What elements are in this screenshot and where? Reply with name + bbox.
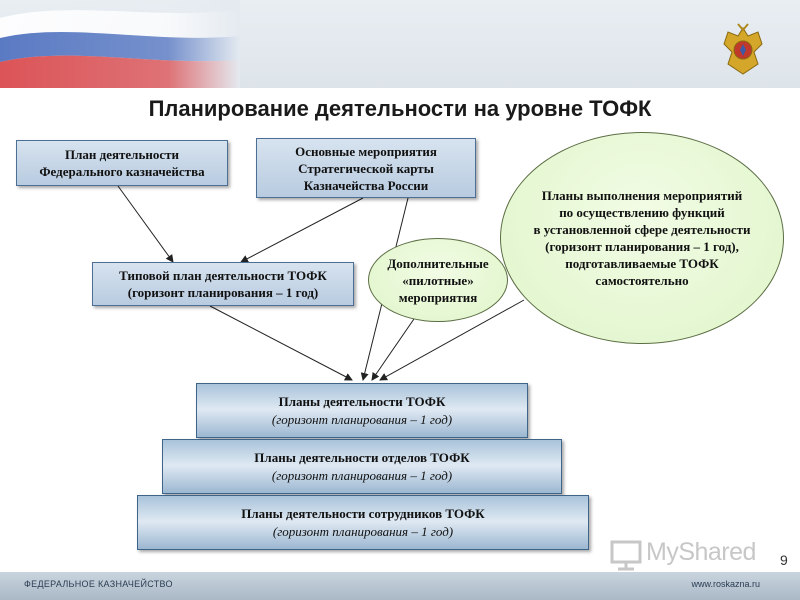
tier-tofk-plans: Планы деятельности ТОФК (горизонт планир… — [196, 383, 528, 438]
box-strategic-line2: Стратегической карты — [298, 160, 434, 176]
ellipse-functions-line2: по осуществлению функций — [559, 205, 725, 220]
header-band — [0, 0, 800, 88]
ellipse-pilot: Дополнительные «пилотные» мероприятия — [368, 238, 508, 322]
tier-department-plans: Планы деятельности отделов ТОФК (горизон… — [162, 439, 562, 494]
ellipse-functions-line5: подготавливаемые ТОФК — [565, 256, 719, 271]
box-strategic-line1: Основные мероприятия — [295, 143, 437, 159]
footer-bar — [0, 572, 800, 600]
ellipse-functions-line3: в установленной сфере деятельности — [533, 222, 751, 237]
box-typical-line2: (горизонт планирования – 1 год) — [127, 285, 319, 300]
presentation-icon — [610, 540, 642, 571]
footer-url[interactable]: www.roskazna.ru — [691, 579, 760, 589]
watermark-text: MyShared — [646, 538, 756, 566]
box-typical-plan: Типовой план деятельности ТОФК (горизонт… — [92, 262, 354, 306]
page-number: 9 — [780, 552, 788, 568]
box-plan-fk: План деятельности Федерального казначейс… — [16, 140, 228, 186]
ellipse-pilot-line3: мероприятия — [398, 289, 478, 305]
footer-org: ФЕДЕРАЛЬНОЕ КАЗНАЧЕЙСТВО — [24, 579, 173, 589]
ellipse-functions-line6: самостоятельно — [595, 273, 689, 288]
emblem-icon — [723, 23, 763, 75]
tier-tofk-subtitle: (горизонт планирования – 1 год) — [271, 411, 453, 427]
arrow-typical-to-tiers — [209, 305, 353, 381]
flag-decoration — [0, 0, 240, 88]
tier-employee-subtitle: (горизонт планирования – 1 год) — [272, 523, 454, 539]
tier-department-subtitle: (горизонт планирования – 1 год) — [271, 467, 453, 483]
ellipse-pilot-line1: Дополнительные — [387, 255, 489, 271]
tier-tofk-title: Планы деятельности ТОФК — [278, 393, 446, 409]
ellipse-functions-line1: Планы выполнения мероприятий — [541, 188, 743, 203]
ellipse-functions-line4: (горизонт планирования – 1 год), — [545, 239, 739, 254]
box-strategic: Основные мероприятия Стратегической карт… — [256, 138, 476, 198]
ellipse-pilot-line2: «пилотные» — [402, 272, 474, 288]
tier-employee-title: Планы деятельности сотрудников ТОФК — [241, 505, 485, 521]
box-strategic-line3: Казначейства России — [303, 177, 429, 193]
arrow-plan-to-typical — [117, 185, 174, 263]
tier-employee-plans: Планы деятельности сотрудников ТОФК (гор… — [137, 495, 589, 550]
page-title: Планирование деятельности на уровне ТОФК — [148, 96, 652, 121]
ellipse-functions: Планы выполнения мероприятий по осуществ… — [500, 132, 784, 344]
tier-department-title: Планы деятельности отделов ТОФК — [254, 449, 470, 465]
arrow-strategic-to-typical — [240, 197, 364, 263]
box-plan-fk-line1: План деятельности — [65, 147, 179, 162]
arrow-pilot-to-tiers — [371, 315, 417, 381]
box-typical-line1: Типовой план деятельности ТОФК — [119, 268, 327, 283]
box-plan-fk-line2: Федерального казначейства — [39, 164, 205, 179]
